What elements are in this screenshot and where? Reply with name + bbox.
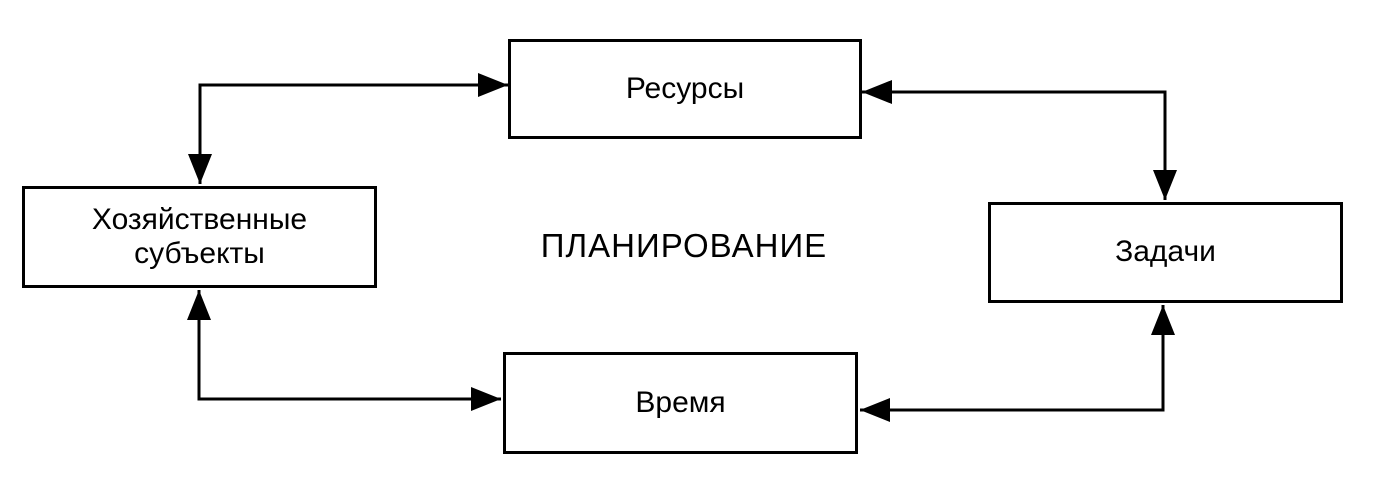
node-time-label: Время [635, 385, 726, 419]
node-tasks: Задачи [988, 202, 1343, 303]
connector-tasks-resources [862, 80, 1177, 200]
center-label: ПЛАНИРОВАНИЕ [540, 227, 828, 264]
node-economic-subjects-label: Хозяйственные субъекты [91, 202, 308, 271]
node-time: Время [503, 352, 858, 454]
node-resources-label: Ресурсы [625, 71, 745, 105]
node-resources: Ресурсы [508, 39, 862, 139]
connector-subjects-resources [188, 73, 508, 184]
node-tasks-label: Задачи [1115, 235, 1216, 269]
connector-tasks-time [860, 305, 1175, 422]
connector-subjects-time [187, 290, 501, 411]
node-economic-subjects: Хозяйственные субъекты [22, 186, 377, 288]
